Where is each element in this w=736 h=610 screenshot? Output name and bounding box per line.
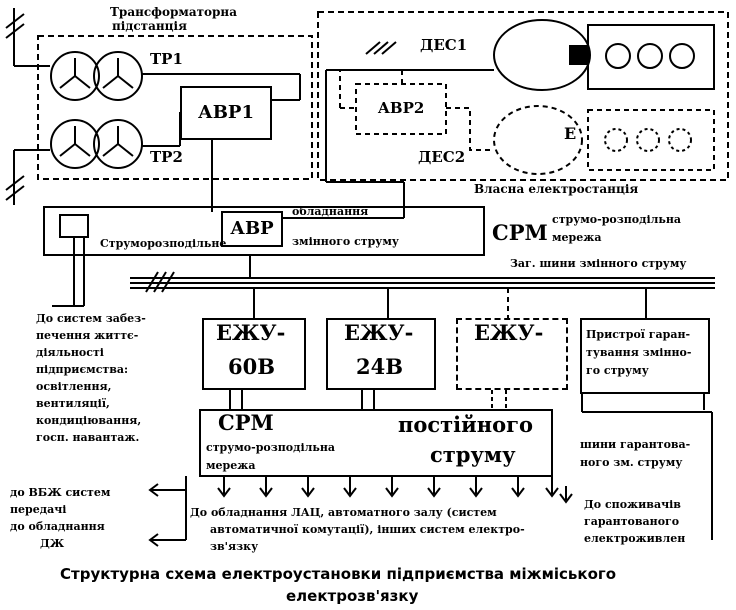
dc-output-arrows: [217, 476, 559, 498]
avr2-label: АВР2: [377, 99, 425, 118]
ac-equip-line1: обладнання: [292, 205, 369, 218]
dc-distribution-frame: [199, 409, 553, 477]
des1-label: ДЕС1: [420, 36, 468, 54]
caption-line2: електрозв'язку: [286, 587, 419, 605]
avr1-box: АВР1: [180, 86, 272, 140]
caption-line1: Структурна схема електроустановки підпри…: [60, 565, 617, 583]
ezhu-reserve-line1: ЕЖУ-: [474, 320, 544, 345]
substation-frame: [37, 35, 313, 180]
ac-srm-label: СРМ: [492, 220, 548, 245]
guarantee-devices-box: [580, 318, 710, 394]
avr-label: АВР: [230, 217, 274, 239]
dc-outputs-text: До обладнання ЛАЦ, автоматного залу (сис…: [190, 506, 525, 553]
guarantee-text: Пристрої гаран- тування змінно- го струм…: [586, 328, 692, 377]
ac-bus-label: Заг. шини змінного струму: [510, 257, 687, 270]
ezhu-24v-box: [326, 318, 436, 390]
substation-title-1: Трансформаторна: [110, 5, 237, 19]
des2-label: ДЕС2: [418, 148, 466, 166]
vbzh-text: до ВБЖ систем передачі до обладнання ДЖ: [10, 486, 111, 550]
ezhu-60v-box: [202, 318, 306, 390]
power-station-frame: [317, 11, 729, 181]
guaranteed-bus-text: шини гарантова- ного зм. струму: [580, 438, 691, 469]
ezhu-60v-line2: 60В: [228, 354, 275, 379]
consumers-text: До споживачів гарантованого електроживле…: [584, 498, 686, 545]
dc-title2: струму: [430, 442, 516, 467]
ac-box-label: Струморозподільне: [100, 237, 227, 250]
tp1-label: ТР1: [150, 50, 183, 68]
tp2-label: ТР2: [150, 148, 183, 166]
ezhu-60v-line1: ЕЖУ-: [216, 320, 286, 345]
dc-srm-desc1: струмо-розподільна: [206, 441, 336, 454]
ac-distribution-frame: [43, 206, 485, 256]
ac-srm-desc2: мережа: [552, 231, 602, 244]
dc-srm-desc2: мережа: [206, 459, 256, 472]
ezhu-24v-line2: 24В: [356, 354, 403, 379]
ac-equip-line2: змінного струму: [292, 235, 399, 248]
power-station-label: Власна електростанція: [474, 182, 639, 196]
dc-title1: постійного: [398, 412, 533, 437]
life-support-text: До систем забез- печення життє- діяльнос…: [36, 312, 146, 444]
e-mark: Е: [564, 124, 577, 143]
ac-srm-desc1: струмо-розподільна: [552, 213, 682, 226]
ezhu-24v-line1: ЕЖУ-: [344, 320, 414, 345]
dc-srm-label: СРМ: [218, 410, 274, 435]
ezhu-reserve-box: [456, 318, 568, 390]
substation-title-2: підстанція: [112, 19, 187, 33]
